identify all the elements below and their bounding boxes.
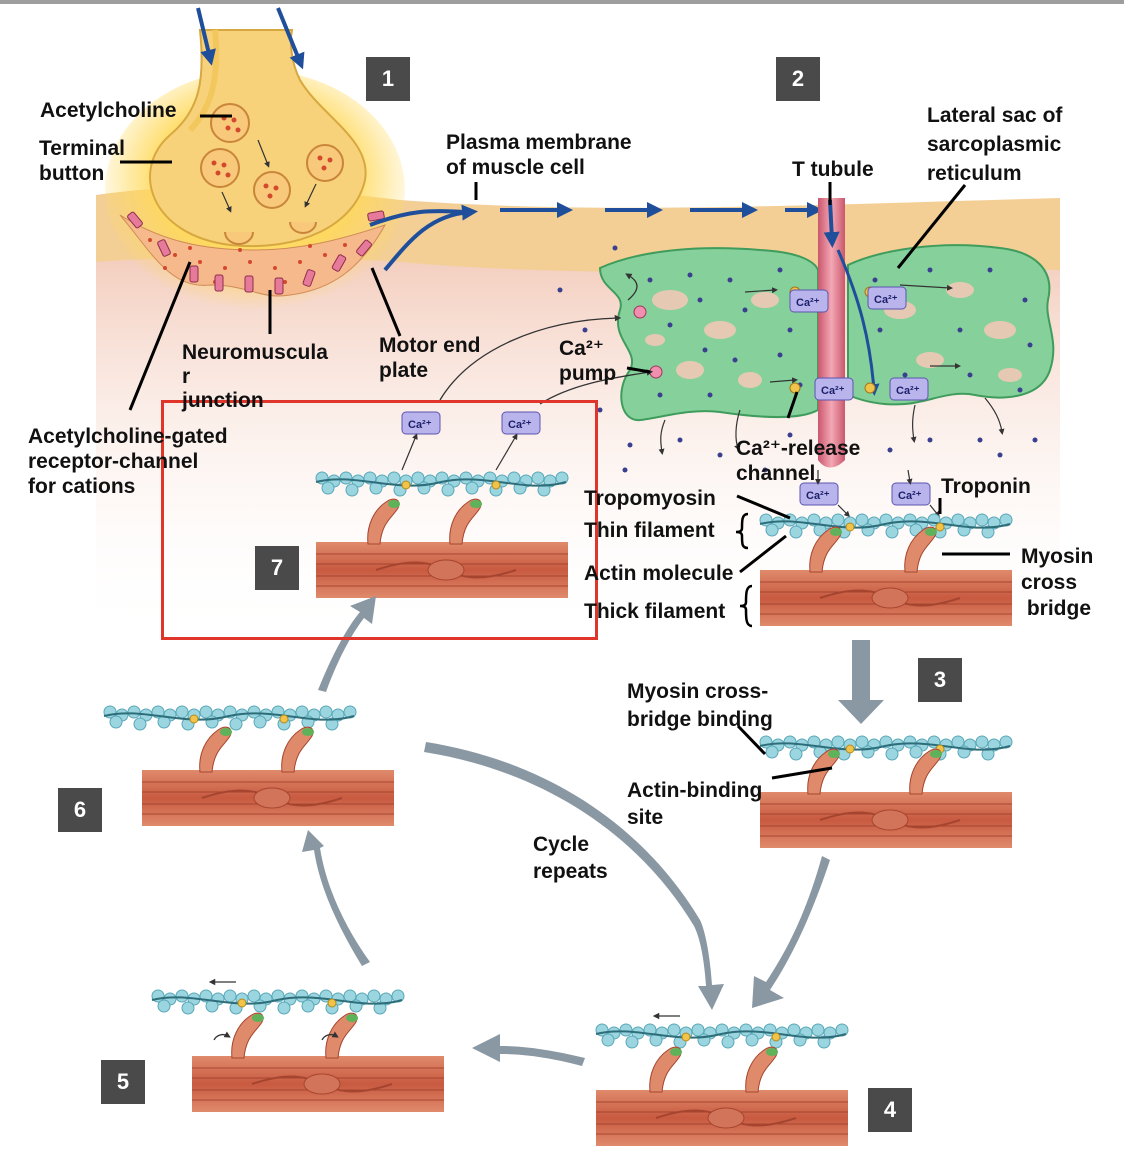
label-thin-filament: Thin filament <box>584 519 715 542</box>
svg-text:Ca²⁺: Ca²⁺ <box>508 419 532 431</box>
terminal-axon <box>187 29 220 133</box>
ca-tags-sr <box>789 286 929 401</box>
step-badge-2: 2 <box>776 57 820 101</box>
ca-pump-lower <box>649 365 663 379</box>
label-acetylcholine: Acetylcholine <box>40 99 177 122</box>
top-rule <box>0 0 1124 4</box>
ca-tags-filament <box>401 411 931 506</box>
motor-end-plate <box>119 214 387 297</box>
sarcomere-panel-3 <box>759 735 1013 849</box>
acetylcholine-molecules <box>148 238 347 284</box>
step-badge-6: 6 <box>58 788 102 832</box>
svg-text:Ca²⁺: Ca²⁺ <box>874 294 898 306</box>
sarcoplasmic-reticulum-right <box>847 244 1055 406</box>
leader-lines <box>120 114 1010 780</box>
step-badge-4: 4 <box>868 1088 912 1132</box>
svg-text:Ca²⁺: Ca²⁺ <box>806 490 830 502</box>
svg-text:Ca²⁺: Ca²⁺ <box>796 297 820 309</box>
step-badge-7: 7 <box>255 546 299 590</box>
cycle-arrows <box>302 596 884 1066</box>
label-ca-pump: Ca²⁺pump <box>559 337 617 385</box>
calcium-ions <box>557 245 1038 473</box>
svg-text:Ca²⁺: Ca²⁺ <box>898 490 922 502</box>
acetylcholine-vesicles <box>200 103 344 209</box>
receptor-channels <box>127 210 385 295</box>
label-thick-filament: Thick filament <box>584 600 726 623</box>
step-badge-5: 5 <box>101 1060 145 1104</box>
sarcomere-panel-4 <box>595 1012 849 1147</box>
label-myosin-binding: Myosin cross-bridge binding <box>627 680 773 731</box>
ca-pump-upper <box>633 305 647 319</box>
terminal-button <box>149 29 367 247</box>
step-badge-1: 1 <box>366 57 410 101</box>
highlight-box-step-7 <box>161 400 598 640</box>
sarcomere-panel-5 <box>151 978 445 1113</box>
svg-text:Ca²⁺: Ca²⁺ <box>821 385 845 397</box>
step-badge-3: 3 <box>918 658 962 702</box>
svg-text:Ca²⁺: Ca²⁺ <box>408 419 432 431</box>
label-tropomyosin: Tropomyosin <box>584 487 716 510</box>
sarcomere-panel-6 <box>103 705 395 827</box>
label-troponin: Troponin <box>941 475 1031 498</box>
svg-text:Ca²⁺: Ca²⁺ <box>896 385 920 397</box>
label-t-tubule: T tubule <box>792 158 874 181</box>
label-actin-molecule: Actin molecule <box>584 562 734 585</box>
